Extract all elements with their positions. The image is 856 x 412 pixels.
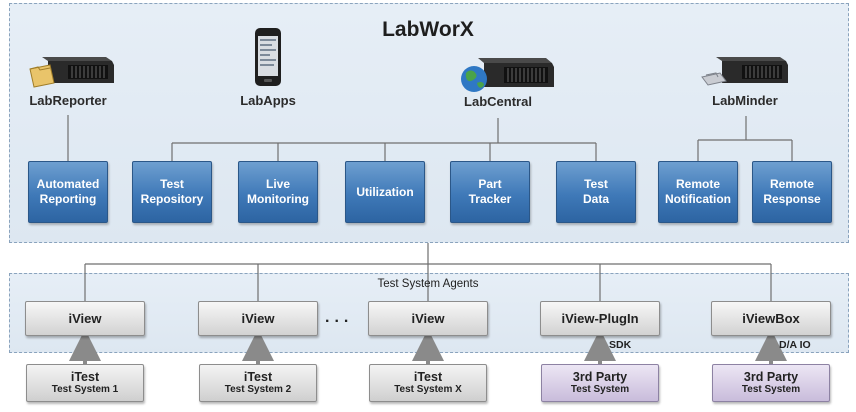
test-system-2-sub: Test System 2: [224, 384, 292, 395]
server-with-globe-icon: [461, 58, 554, 92]
smartphone-icon: [255, 28, 281, 86]
test-system-1-name: iTest: [70, 370, 100, 384]
module-test-repository: Test Repository: [132, 161, 212, 223]
daio-label: D/A IO: [779, 339, 811, 351]
third-party-2-name: 3rd Party: [743, 370, 799, 384]
third-party-2-sub: Test System: [741, 384, 801, 395]
module-part-tracker: Part Tracker: [450, 161, 530, 223]
module-utilization: Utilization: [345, 161, 425, 223]
agent-iview-1: iView: [25, 301, 145, 336]
third-party-1-name: 3rd Party: [572, 370, 628, 384]
agents-section-title: Test System Agents: [377, 278, 479, 290]
test-system-1: iTest Test System 1: [26, 364, 144, 402]
module-live-monitoring: Live Monitoring: [238, 161, 318, 223]
module-remote-response: Remote Response: [752, 161, 832, 223]
server-with-folder-icon: [29, 57, 114, 88]
test-system-2: iTest Test System 2: [199, 364, 317, 402]
labcentral-label: LabCentral: [464, 94, 532, 109]
third-party-system-2: 3rd Party Test System: [712, 364, 830, 402]
agent-iview-x: iView: [368, 301, 488, 336]
module-test-data: Test Data: [556, 161, 636, 223]
third-party-system-1: 3rd Party Test System: [541, 364, 659, 402]
third-party-1-sub: Test System: [570, 384, 630, 395]
test-system-x-sub: Test System X: [394, 384, 462, 395]
test-system-1-sub: Test System 1: [51, 384, 119, 395]
sdk-label: SDK: [609, 339, 632, 351]
module-remote-notification: Remote Notification: [658, 161, 738, 223]
ellipsis: ...: [325, 309, 354, 326]
labapps-label: LabApps: [240, 93, 296, 108]
labminder-label: LabMinder: [712, 93, 778, 108]
server-with-keyboard-icon: [701, 57, 788, 86]
agent-iview-plugin: iView-PlugIn: [540, 301, 660, 336]
agent-iview-2: iView: [198, 301, 318, 336]
test-system-x-name: iTest: [413, 370, 443, 384]
module-automated-reporting: Automated Reporting: [28, 161, 108, 223]
test-system-x: iTest Test System X: [369, 364, 487, 402]
diagram-title: LabWorX: [382, 18, 474, 41]
labreporter-label: LabReporter: [29, 93, 107, 108]
test-system-2-name: iTest: [243, 370, 273, 384]
agent-iviewbox: iViewBox: [711, 301, 831, 336]
